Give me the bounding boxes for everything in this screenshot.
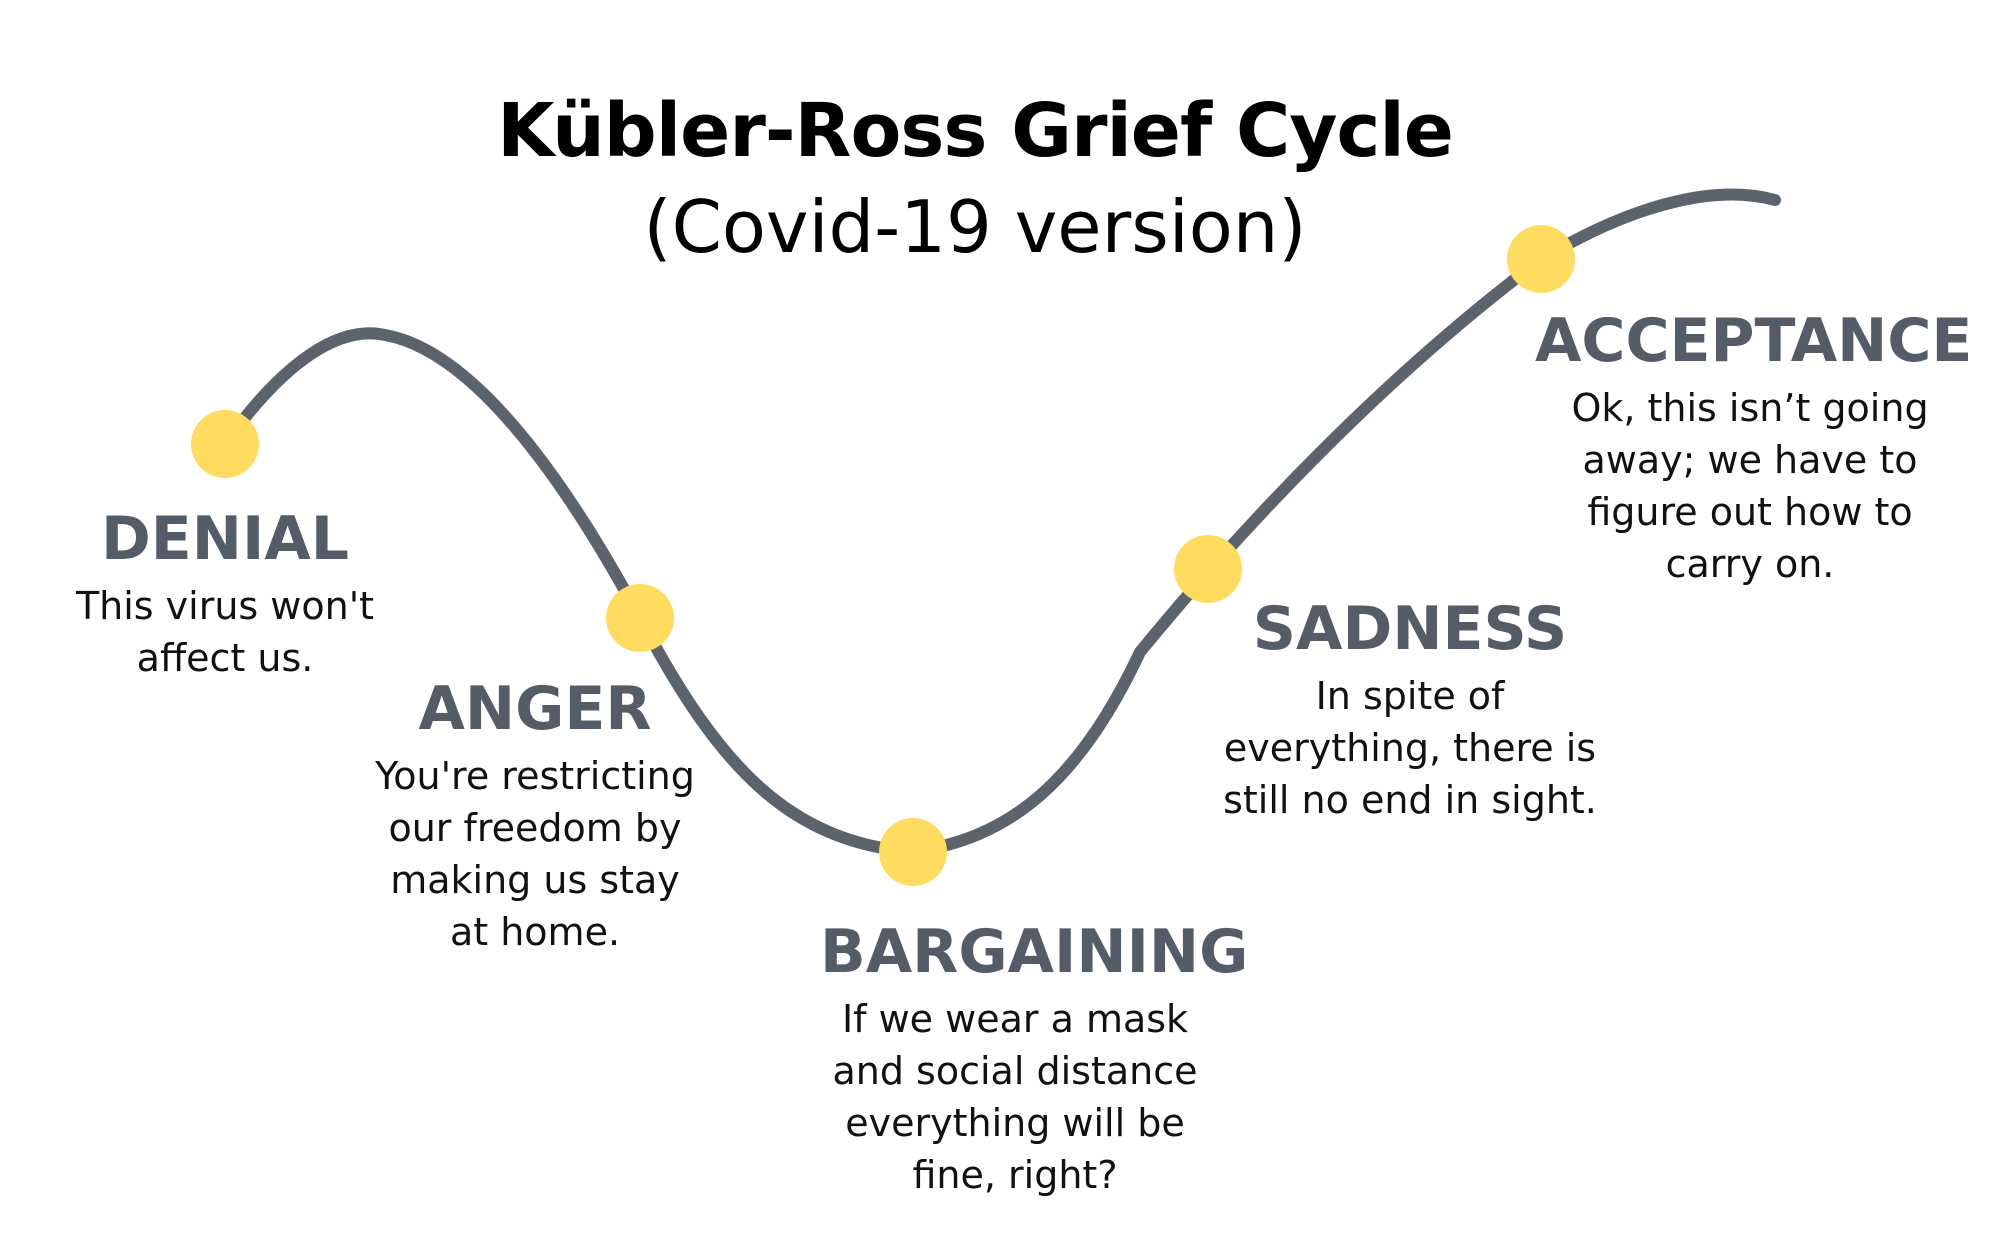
diagram-subtitle: (Covid-19 version) xyxy=(643,185,1307,269)
stage-anger: ANGER You're restricting our freedom by … xyxy=(365,672,705,958)
stage-bargaining: BARGAINING If we wear a mask and social … xyxy=(820,915,1249,1201)
stage-name-sadness: SADNESS xyxy=(1252,594,1568,664)
stage-description-bargaining: If we wear a mask and social distance ev… xyxy=(832,997,1198,1197)
stage-dot-acceptance xyxy=(1507,225,1575,293)
stage-sadness: SADNESS In spite of everything, there is… xyxy=(1190,592,1630,826)
stage-dot-anger xyxy=(606,584,674,652)
stage-description-denial: This virus won't affect us. xyxy=(75,584,375,680)
stage-name-acceptance: ACCEPTANCE xyxy=(1535,306,1973,376)
stage-description-acceptance: Ok, this isn’t going away; we have to fi… xyxy=(1571,386,1929,586)
stage-name-anger: ANGER xyxy=(418,674,652,744)
stage-dot-denial xyxy=(191,410,259,478)
stage-acceptance: ACCEPTANCE Ok, this isn’t going away; we… xyxy=(1535,304,1973,590)
stage-dot-bargaining xyxy=(879,818,947,886)
stage-name-denial: DENIAL xyxy=(101,504,349,574)
diagram-title: Kübler-Ross Grief Cycle xyxy=(497,88,1454,174)
stage-dot-sadness xyxy=(1174,535,1242,603)
stage-description-sadness: In spite of everything, there is still n… xyxy=(1223,674,1597,822)
stage-description-anger: You're restricting our freedom by making… xyxy=(375,754,695,954)
stage-denial: DENIAL This virus won't affect us. xyxy=(60,502,390,684)
stage-name-bargaining: BARGAINING xyxy=(820,917,1249,987)
